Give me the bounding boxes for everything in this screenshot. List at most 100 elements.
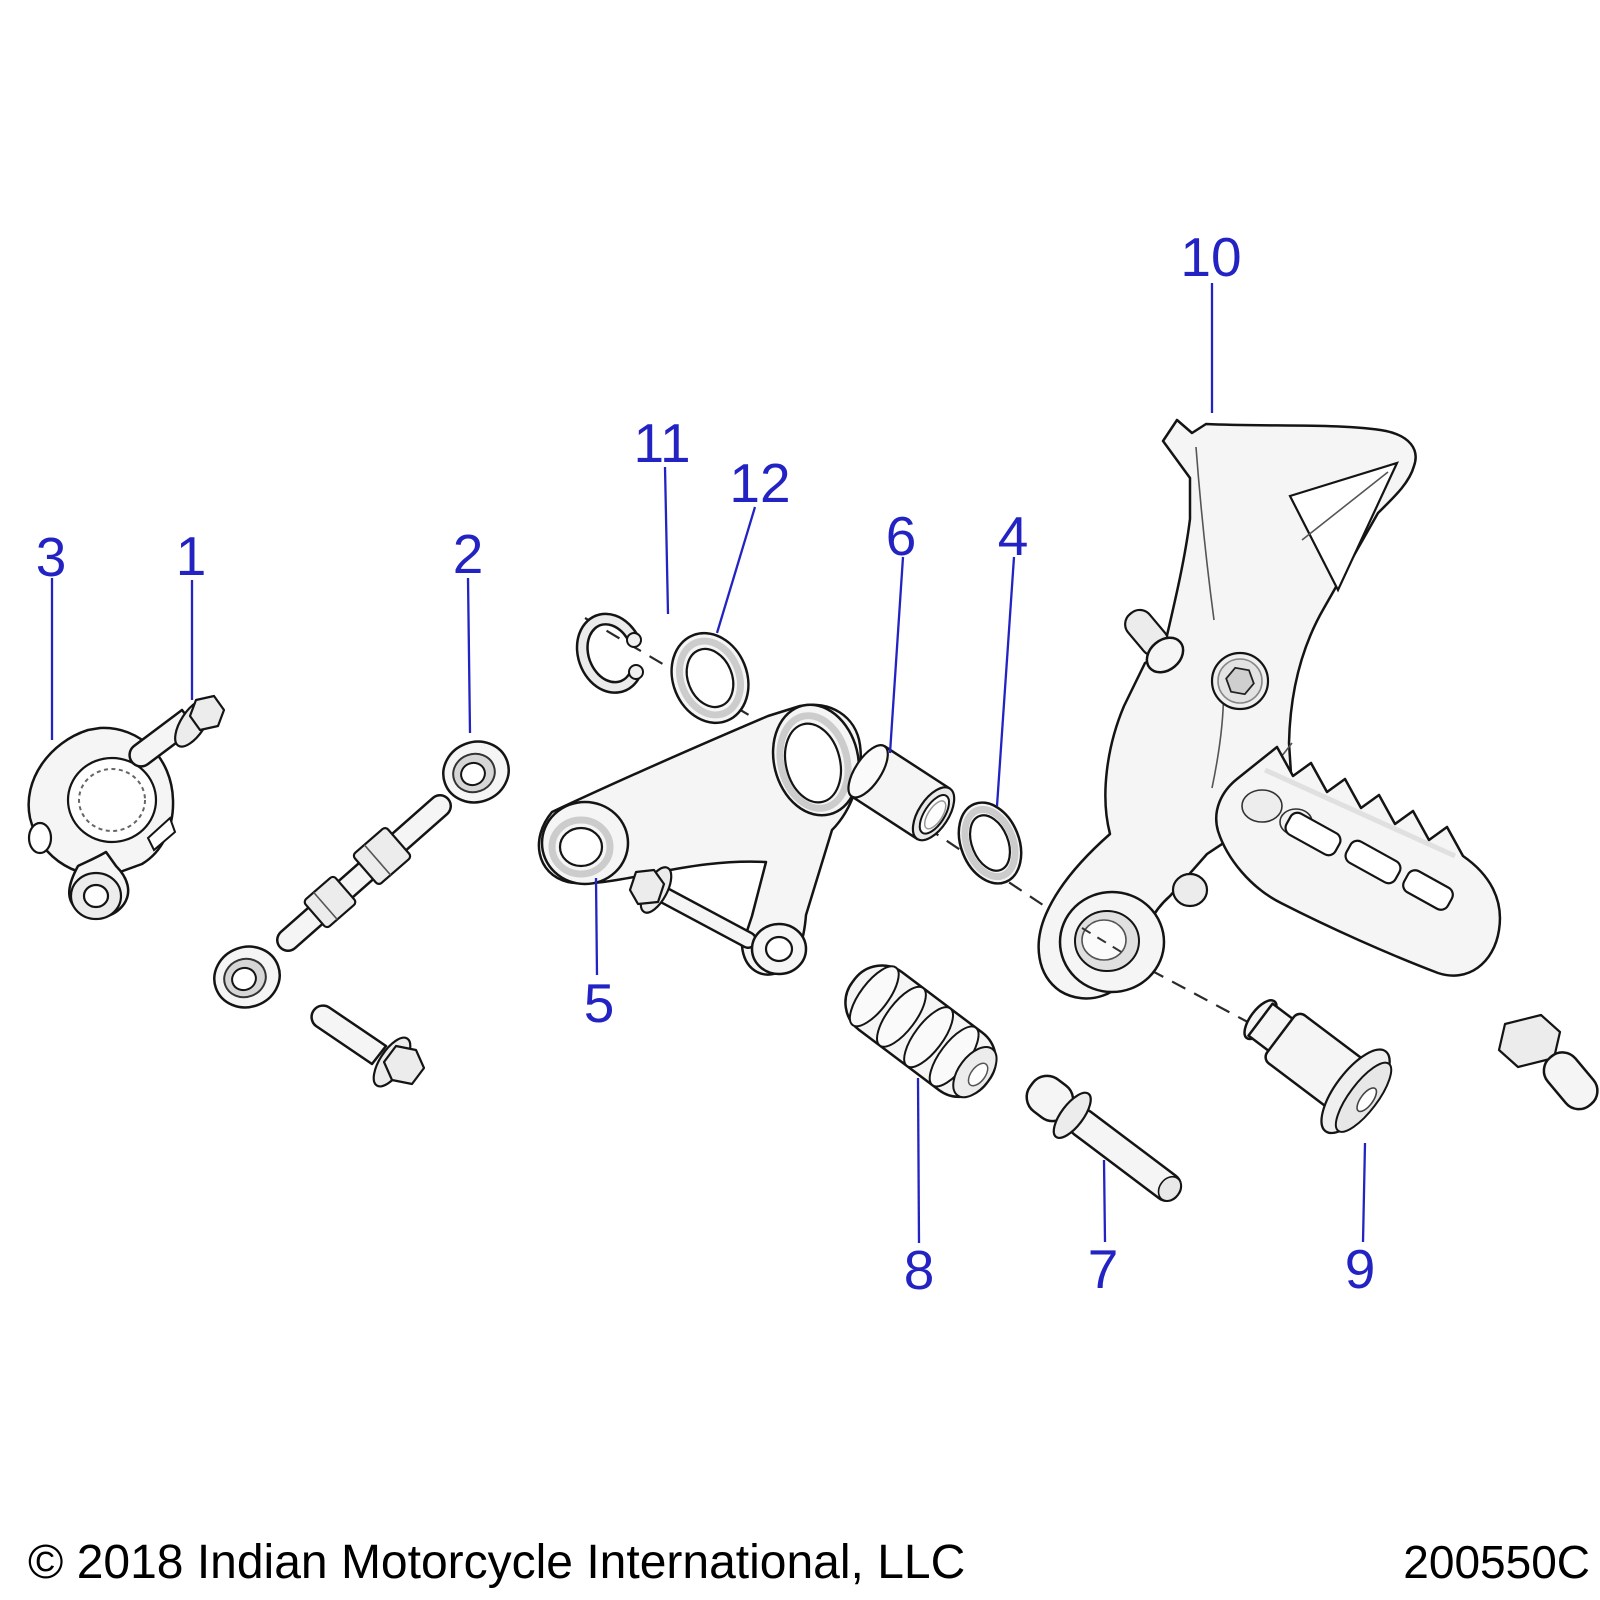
pinch-bolt-hole	[27, 821, 53, 855]
end-hole	[967, 1062, 989, 1087]
part-6-bushing	[847, 744, 956, 842]
hex-socket	[1225, 666, 1255, 696]
pivot-boss	[1058, 890, 1166, 994]
bolt-shaft	[310, 1004, 388, 1066]
callout-12-label: 12	[729, 452, 790, 514]
callout-numbers: 3 1 2 11 12 6 4 10 5 8 7 9	[36, 226, 1376, 1301]
pin-collar	[1052, 1091, 1092, 1139]
washer-bore	[685, 647, 735, 709]
ring-ear-upper	[626, 632, 642, 648]
nut-body	[352, 827, 412, 885]
nut-facet	[363, 844, 392, 876]
part-8-shift-peg-rubber	[844, 964, 998, 1099]
peg-slot-3	[1402, 869, 1454, 911]
small-eye-shade	[548, 816, 614, 878]
bellcrank-bolt	[628, 866, 757, 949]
copyright-text: © 2018 Indian Motorcycle International, …	[28, 1536, 965, 1589]
eye-bore	[231, 966, 257, 992]
bolt-hex-head	[628, 868, 666, 906]
flange-bolt-lower	[310, 1004, 426, 1088]
tooth-shade	[1263, 767, 1457, 859]
arm-eye-bore	[82, 883, 110, 909]
callout-2-label: 2	[453, 523, 484, 585]
small-eye-bore	[558, 826, 604, 868]
part-2-shift-linkage-rod	[213, 740, 510, 1009]
bushing-bore-rim	[923, 800, 947, 830]
callout-12-line	[715, 506, 757, 634]
part-1-flange-bolt	[128, 694, 226, 768]
rib-2	[876, 985, 927, 1048]
washer-bore	[968, 814, 1012, 872]
eye-bore	[460, 761, 486, 787]
rod-end-upper	[442, 740, 510, 804]
bracket-ridge-upper	[1195, 446, 1215, 621]
callout-6-label: 6	[886, 505, 917, 567]
drawing-number: 200550C	[1403, 1536, 1590, 1588]
footpeg	[1215, 745, 1599, 1111]
callout-10-label: 10	[1180, 226, 1241, 288]
callout-1-label: 1	[176, 525, 207, 587]
callout-7-line	[1102, 1159, 1107, 1243]
peg-slot-2	[1344, 839, 1402, 885]
nut-body	[303, 875, 357, 929]
callout-11-line	[663, 466, 670, 615]
callout-5-label: 5	[584, 972, 615, 1034]
rib-1	[848, 965, 900, 1028]
splined-bore	[66, 756, 158, 844]
part-12-washer	[670, 631, 750, 725]
part-4-washer	[957, 801, 1023, 885]
peg-slot-1	[1284, 811, 1342, 857]
part-5-bellcrank	[537, 703, 862, 976]
callout-8-label: 8	[904, 1239, 935, 1301]
stud-collar	[1145, 636, 1185, 674]
rod-body	[278, 796, 450, 950]
rib-3	[903, 1006, 954, 1069]
lower-eye-bore	[764, 935, 794, 963]
callout-4-label: 4	[998, 505, 1029, 567]
ring-ear-lower	[628, 664, 644, 680]
bushing-rear-face	[847, 744, 889, 799]
boss-bore	[1081, 919, 1127, 961]
tip-body	[1542, 1051, 1599, 1111]
jam-nut-upper	[352, 827, 412, 885]
nut-facet	[313, 891, 338, 921]
part-7-clevis-pin	[1025, 1074, 1183, 1202]
end-pin-tip	[1542, 1051, 1599, 1111]
bolt-shaft	[655, 887, 755, 947]
part-11-snap-ring	[575, 612, 644, 694]
window-back-edge	[1301, 471, 1389, 541]
callout-5-line	[594, 877, 599, 976]
callout-9-label: 9	[1345, 1238, 1376, 1300]
callout-8-line	[916, 1077, 921, 1244]
part-10-footpeg-mount-bracket	[1037, 418, 1417, 1000]
callout-6-line	[888, 556, 905, 754]
ring-body	[578, 615, 640, 692]
clamp-slit	[146, 816, 177, 852]
callout-7-label: 7	[1088, 1238, 1119, 1300]
bolt-hex-head	[382, 1044, 426, 1086]
callout-4-line	[995, 556, 1016, 807]
callout-11-label: 11	[633, 412, 690, 474]
rod-end-lower	[213, 945, 281, 1009]
hex-socket-bolt	[1210, 651, 1270, 711]
washer-shade	[676, 637, 744, 719]
mount-lug	[1241, 789, 1283, 823]
callout-3-label: 3	[36, 526, 67, 588]
part-9-pivot-pin	[1243, 999, 1393, 1135]
boss-axis-dash	[1081, 927, 1129, 957]
big-eye-bore	[783, 722, 843, 804]
pin-center-hole	[1356, 1087, 1378, 1113]
bushing-bore	[918, 794, 951, 835]
part-3-shift-arm	[27, 726, 177, 921]
spline-teeth	[78, 768, 146, 832]
pin-tip	[1157, 1175, 1182, 1202]
footer: © 2018 Indian Motorcycle International, …	[28, 1536, 1590, 1589]
bracket-window	[1288, 461, 1400, 593]
jam-nut-lower	[303, 875, 357, 929]
bolt-hex-head	[188, 694, 226, 732]
callout-2-line	[466, 577, 472, 734]
big-eye-shade	[776, 712, 852, 812]
washer-shade	[961, 805, 1019, 881]
